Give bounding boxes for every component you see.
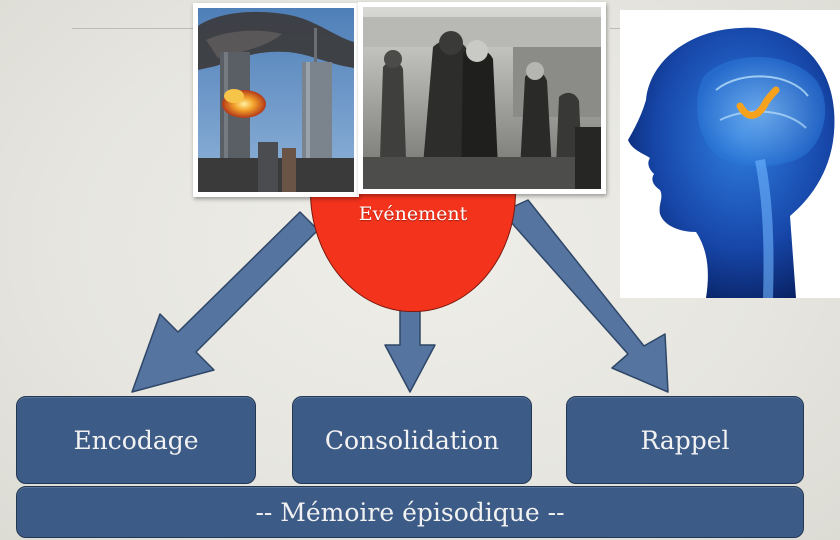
stage-label-rappel: Rappel [640,425,730,455]
stage-box-consolidation: Consolidation [292,396,532,484]
brain-head-illustration [620,10,840,302]
stage-label-consolidation: Consolidation [324,425,500,455]
episodic-memory-label: -- Mémoire épisodique -- [255,497,565,527]
episodic-memory-bar: -- Mémoire épisodique -- [16,486,804,538]
twin-towers-photo [193,3,359,197]
arrow-to-rappel [501,199,669,393]
stage-box-encodage: Encodage [16,396,256,484]
stage-label-encodage: Encodage [73,425,199,455]
paris-kiss-photo [358,2,606,194]
header-rule-left [72,28,198,29]
event-label: Evénement [358,203,468,225]
arrow-to-encodage [131,211,319,393]
stage-box-rappel: Rappel [566,396,804,484]
